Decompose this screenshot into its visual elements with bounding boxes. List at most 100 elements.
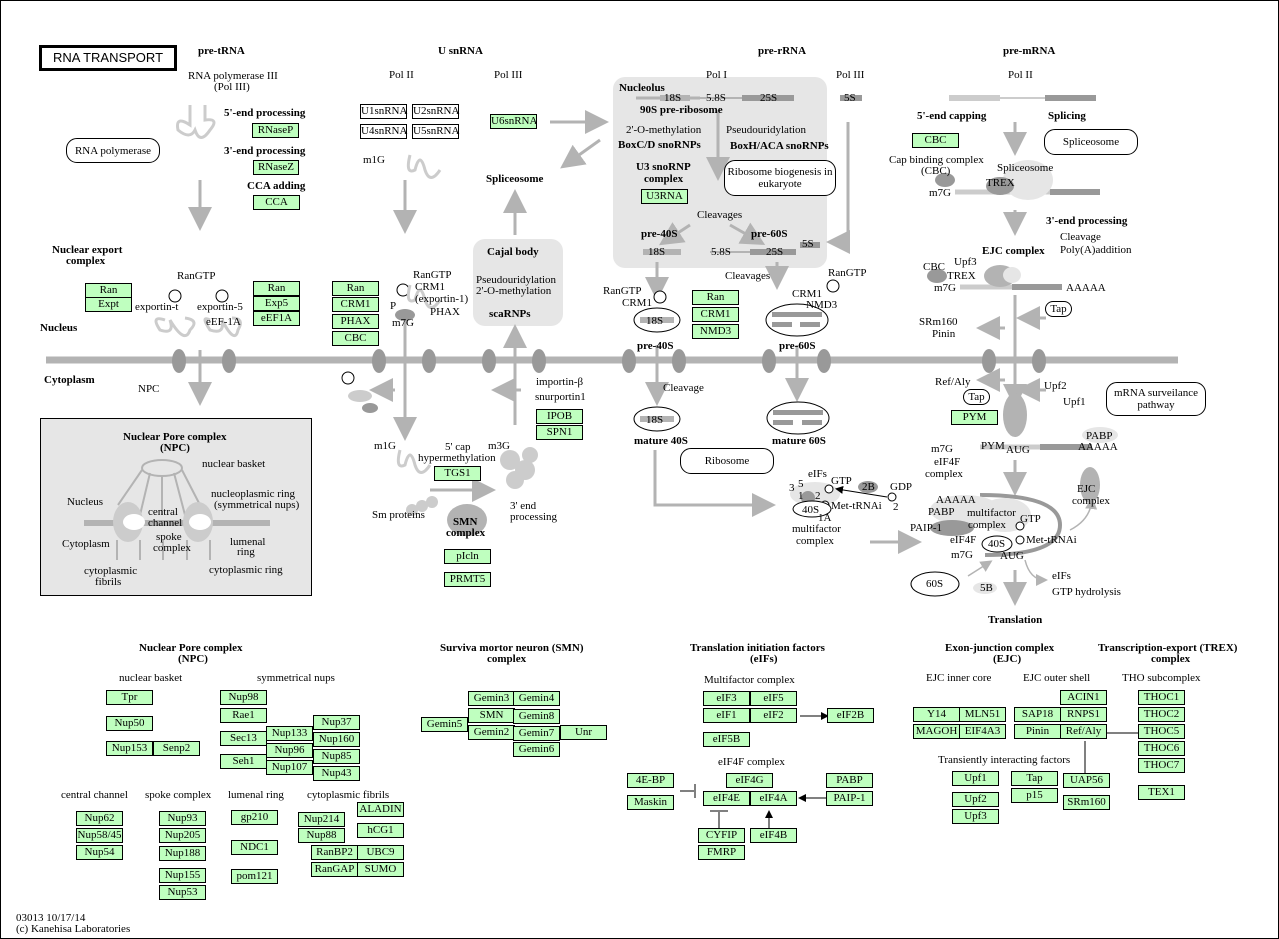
legend-gene-ejc-p15[interactable]: p15: [1011, 788, 1058, 803]
gene-rnasez[interactable]: RNaseZ: [253, 160, 299, 175]
legend-gene-eif-eif4e[interactable]: eIF4E: [703, 791, 750, 806]
legend-gene-npc-nup93[interactable]: Nup93: [159, 811, 206, 826]
map-ribosome[interactable]: Ribosome: [680, 448, 774, 474]
legend-gene-npc-pom121[interactable]: pom121: [231, 869, 278, 884]
legend-gene-trex-thoc5[interactable]: THOC5: [1138, 724, 1185, 739]
legend-gene-ejc-y14[interactable]: Y14: [913, 707, 960, 722]
legend-gene-trex-thoc2[interactable]: THOC2: [1138, 707, 1185, 722]
map-rna-polymerase[interactable]: RNA polymerase: [66, 138, 160, 163]
ortholog-u5snrna[interactable]: U5snRNA: [412, 124, 460, 139]
gene-u3rna[interactable]: U3RNA: [641, 189, 688, 204]
legend-gene-npc-aladin[interactable]: ALADIN: [357, 802, 404, 817]
gene-tgs1[interactable]: TGS1: [434, 466, 481, 481]
legend-gene-ejc-ref-aly[interactable]: Ref/Aly: [1060, 724, 1107, 739]
legend-gene-npc-ubc9[interactable]: UBC9: [357, 845, 404, 860]
gene-ran[interactable]: Ran: [332, 281, 379, 296]
legend-gene-npc-nup88[interactable]: Nup88: [298, 828, 345, 843]
legend-gene-ejc-upf1[interactable]: Upf1: [952, 771, 999, 786]
legend-gene-ejc-rnps1[interactable]: RNPS1: [1060, 707, 1107, 722]
legend-gene-ejc-upf3[interactable]: Upf3: [952, 809, 999, 824]
legend-gene-eif-4e-bp[interactable]: 4E-BP: [627, 773, 674, 788]
legend-gene-eif-eif4a[interactable]: eIF4A: [750, 791, 797, 806]
legend-gene-ejc-sap18[interactable]: SAP18: [1014, 707, 1061, 722]
gene-pym[interactable]: PYM: [951, 410, 998, 425]
legend-gene-ejc-srm160[interactable]: SRm160: [1063, 795, 1110, 810]
gene-u6snrna[interactable]: U6snRNA: [490, 114, 537, 129]
legend-gene-trex-thoc7[interactable]: THOC7: [1138, 758, 1185, 773]
gene-eef1a[interactable]: eEF1A: [253, 311, 300, 326]
legend-gene-npc-seh1[interactable]: Seh1: [220, 754, 267, 769]
legend-gene-ejc-eif4a3[interactable]: EIF4A3: [959, 724, 1006, 739]
legend-gene-npc-ndc1[interactable]: NDC1: [231, 840, 278, 855]
legend-gene-smn-smn[interactable]: SMN: [468, 708, 515, 723]
legend-gene-npc-sec13[interactable]: Sec13: [220, 731, 267, 746]
legend-gene-npc-nup85[interactable]: Nup85: [313, 749, 360, 764]
legend-gene-npc-senp2[interactable]: Senp2: [153, 741, 200, 756]
legend-gene-npc-nup62[interactable]: Nup62: [76, 811, 123, 826]
legend-gene-npc-nup50[interactable]: Nup50: [106, 716, 153, 731]
legend-gene-trex-tex1[interactable]: TEX1: [1138, 785, 1185, 800]
legend-gene-ejc-tap[interactable]: Tap: [1011, 771, 1058, 786]
gene-nmd3[interactable]: NMD3: [692, 324, 739, 339]
legend-gene-ejc-magoh[interactable]: MAGOH: [913, 724, 960, 739]
legend-gene-smn-gemin2[interactable]: Gemin2: [468, 725, 515, 740]
map-ribosome-biogenesis[interactable]: Ribosome biogenesis in eukaryote: [724, 160, 836, 196]
legend-gene-smn-gemin8[interactable]: Gemin8: [513, 709, 560, 724]
legend-gene-eif-eif3[interactable]: eIF3: [703, 691, 750, 706]
legend-gene-smn-gemin3[interactable]: Gemin3: [468, 691, 515, 706]
legend-gene-npc-nup54[interactable]: Nup54: [76, 845, 123, 860]
gene-expt[interactable]: Expt: [85, 297, 132, 312]
legend-gene-eif-cyfip[interactable]: CYFIP: [698, 828, 745, 843]
legend-gene-npc-rae1[interactable]: Rae1: [220, 708, 267, 723]
legend-gene-npc-nup155[interactable]: Nup155: [159, 868, 206, 883]
legend-gene-eif-eif4b[interactable]: eIF4B: [750, 828, 797, 843]
gene-phax[interactable]: PHAX: [332, 314, 379, 329]
legend-gene-npc-nup43[interactable]: Nup43: [313, 766, 360, 781]
legend-gene-eif-eif2[interactable]: eIF2: [750, 708, 797, 723]
legend-gene-smn-gemin5[interactable]: Gemin5: [421, 717, 468, 732]
legend-gene-eif-eif5[interactable]: eIF5: [750, 691, 797, 706]
legend-gene-npc-tpr[interactable]: Tpr: [106, 690, 153, 705]
legend-gene-smn-gemin7[interactable]: Gemin7: [513, 726, 560, 741]
legend-gene-npc-nup188[interactable]: Nup188: [159, 846, 206, 861]
legend-gene-npc-nup96[interactable]: Nup96: [266, 743, 313, 758]
legend-gene-smn-gemin6[interactable]: Gemin6: [513, 742, 560, 757]
legend-gene-npc-nup153[interactable]: Nup153: [106, 741, 153, 756]
gene-prmt5[interactable]: PRMT5: [444, 572, 491, 587]
legend-gene-smn-unr[interactable]: Unr: [560, 725, 607, 740]
legend-gene-npc-nup133[interactable]: Nup133: [266, 726, 313, 741]
gene-rnasep[interactable]: RNaseP: [252, 123, 299, 138]
gene-ran[interactable]: Ran: [253, 281, 300, 296]
legend-gene-trex-thoc1[interactable]: THOC1: [1138, 690, 1185, 705]
legend-gene-npc-nup160[interactable]: Nup160: [313, 732, 360, 747]
legend-gene-npc-nup58-45[interactable]: Nup58/45: [76, 828, 123, 843]
gene-spn1[interactable]: SPN1: [536, 425, 583, 440]
legend-gene-npc-nup37[interactable]: Nup37: [313, 715, 360, 730]
gene-cca[interactable]: CCA: [253, 195, 300, 210]
gene-ran[interactable]: Ran: [692, 290, 739, 305]
legend-gene-eif-pabp[interactable]: PABP: [826, 773, 873, 788]
legend-gene-npc-nup107[interactable]: Nup107: [266, 760, 313, 775]
legend-gene-npc-rangap[interactable]: RanGAP: [311, 862, 358, 877]
legend-gene-trex-thoc6[interactable]: THOC6: [1138, 741, 1185, 756]
gene-cbc[interactable]: CBC: [332, 331, 379, 346]
legend-gene-eif-fmrp[interactable]: FMRP: [698, 845, 745, 860]
legend-gene-smn-gemin4[interactable]: Gemin4: [513, 691, 560, 706]
legend-gene-eif-maskin[interactable]: Maskin: [627, 795, 674, 810]
legend-gene-eif-eif4g[interactable]: eIF4G: [726, 773, 773, 788]
legend-gene-eif-eif1[interactable]: eIF1: [703, 708, 750, 723]
ortholog-u4snrna[interactable]: U4snRNA: [360, 124, 408, 139]
legend-gene-npc-nup53[interactable]: Nup53: [159, 885, 206, 900]
legend-gene-eif-eif5b[interactable]: eIF5B: [703, 732, 750, 747]
gene-picln[interactable]: pIcln: [444, 549, 491, 564]
legend-gene-ejc-pinin[interactable]: Pinin: [1014, 724, 1061, 739]
legend-gene-npc-gp210[interactable]: gp210: [231, 810, 278, 825]
ortholog-u2snrna[interactable]: U2snRNA: [412, 104, 460, 119]
gene-cbc[interactable]: CBC: [912, 133, 959, 148]
legend-gene-eif-paip-1[interactable]: PAIP-1: [826, 791, 873, 806]
gene-ran[interactable]: Ran: [85, 283, 132, 298]
legend-gene-eif-eif2b[interactable]: eIF2B: [827, 708, 874, 723]
legend-gene-npc-hcg1[interactable]: hCG1: [357, 823, 404, 838]
legend-gene-ejc-upf2[interactable]: Upf2: [952, 792, 999, 807]
legend-gene-ejc-uap56[interactable]: UAP56: [1063, 773, 1110, 788]
